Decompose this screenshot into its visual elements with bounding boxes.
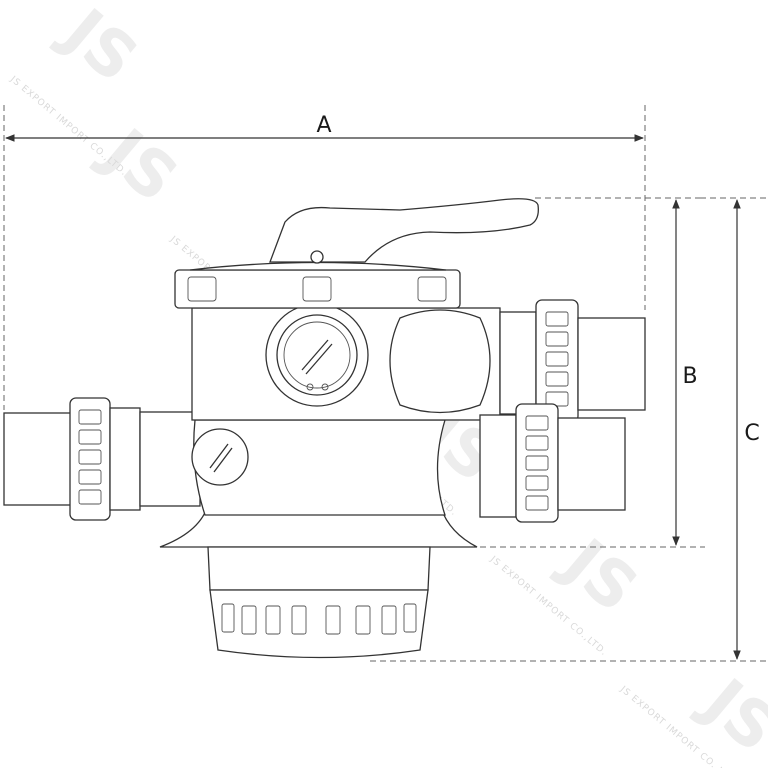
left-union-nut <box>69 397 111 521</box>
dimension-b: B <box>480 197 705 548</box>
left-union-connector <box>3 397 201 521</box>
right-lower-union <box>479 403 626 523</box>
right-lower-union-body <box>479 414 517 518</box>
handle-pivot <box>310 250 324 264</box>
right-upper-union-body <box>499 311 537 415</box>
strainer-basket <box>209 589 429 659</box>
right-lower-union-nut <box>515 403 559 523</box>
pressure-gauge <box>265 303 369 407</box>
gauge-needle <box>301 339 329 371</box>
handle-lever <box>269 198 539 263</box>
dimension-a-label: A <box>316 113 331 138</box>
dimension-b-label: B <box>682 364 697 389</box>
right-upper-union <box>499 299 646 423</box>
left-pipe <box>3 412 75 506</box>
strainer-neck <box>207 546 431 591</box>
left-outlet <box>139 411 201 507</box>
right-lower-pipe <box>557 417 626 511</box>
watermark-logo: JS <box>87 113 191 217</box>
valve-handle <box>269 198 539 264</box>
dimension-c-label: C <box>744 421 759 446</box>
left-union-body <box>109 407 141 511</box>
top-cover-ring <box>174 261 461 309</box>
right-upper-pipe <box>577 317 646 411</box>
dimension-c: C <box>370 197 768 662</box>
left-port <box>191 428 249 486</box>
right-dome <box>389 309 491 414</box>
watermark-logo: JS <box>47 0 151 97</box>
watermark-text: JS EXPORT IMPORT CO.,LTD. <box>7 74 129 178</box>
bottom-strainer <box>207 546 431 659</box>
dimension-a: A <box>3 105 646 410</box>
